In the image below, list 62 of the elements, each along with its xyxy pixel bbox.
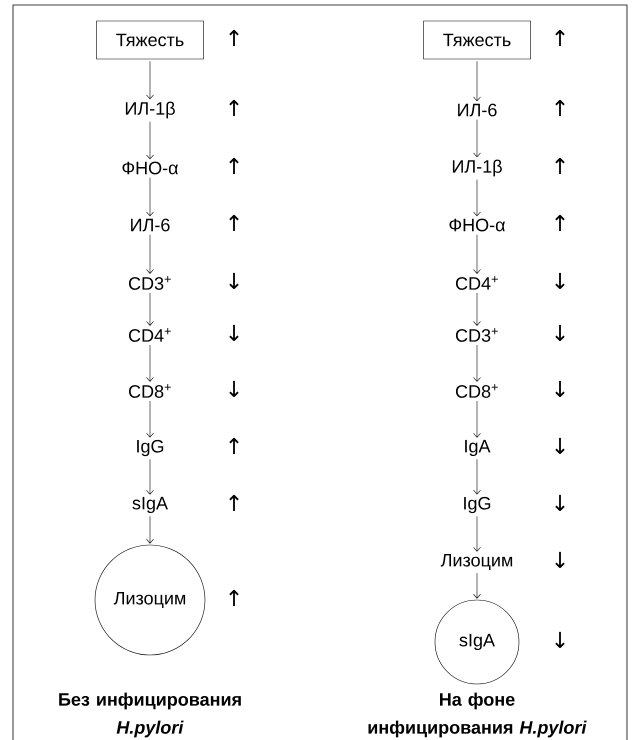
plain-text: CD8$^{+}$ — [128, 384, 171, 398]
arrow — [473, 179, 481, 216]
arrow — [473, 572, 481, 599]
plain-text: IgG — [137, 440, 164, 456]
arrow — [473, 400, 481, 438]
plain-text: Лизоцим — [440, 554, 512, 570]
trend-arrow: ↓ — [555, 272, 565, 290]
plain-text: CD4$^{+}$ — [456, 276, 498, 290]
plain-text: ФНО-α — [450, 218, 506, 232]
trend-arrow: ↑ — [555, 158, 565, 174]
arrow — [146, 121, 154, 160]
trend-arrow: ↑ — [229, 30, 239, 46]
trend-arrow: ↓ — [229, 380, 239, 398]
trend-arrow: ↑ — [555, 214, 565, 232]
arrow — [146, 292, 154, 326]
trend-arrow: ↑ — [229, 590, 239, 606]
arrow — [473, 234, 481, 274]
trend-arrow: ↓ — [555, 494, 565, 512]
trend-arrow: ↑ — [229, 494, 239, 512]
trend-arrow: ↑ — [229, 158, 239, 174]
trend-arrow: ↑ — [229, 438, 239, 454]
plain-text: ИЛ-6 — [131, 218, 170, 232]
arrow — [473, 344, 481, 382]
arrow — [473, 516, 481, 552]
process-box: Тяжесть — [96, 20, 204, 60]
plain-text: CD3$^{+}$ — [456, 328, 498, 342]
trend-arrow: ↓ — [555, 552, 565, 568]
plain-text: ФНО-α — [122, 162, 178, 174]
plain-text: ИЛ-1β — [126, 102, 175, 118]
trend-arrow: ↓ — [555, 438, 565, 454]
plain-text: ИЛ-1β — [452, 160, 502, 176]
arrow — [473, 61, 481, 102]
trend-arrow: ↑ — [555, 100, 565, 116]
arrow — [146, 234, 154, 274]
arrow — [146, 516, 154, 544]
plain-text: sIgA — [132, 496, 168, 514]
circle-node: sIgA — [434, 600, 520, 684]
trend-arrow: ↓ — [229, 272, 239, 290]
arrow — [146, 400, 154, 438]
process-box: Тяжесть — [423, 20, 531, 60]
caption: Без инфицирования H.pylori — [59, 692, 241, 738]
trend-arrow: ↓ — [555, 632, 565, 648]
plain-text: CD4$^{+}$ — [128, 328, 171, 342]
arrow — [146, 459, 154, 495]
plain-text: IgG — [464, 496, 490, 514]
arrow — [146, 61, 154, 100]
arrow — [473, 458, 481, 495]
trend-arrow: ↓ — [555, 324, 565, 342]
trend-arrow: ↑ — [229, 100, 239, 116]
plain-text: CD3$^{+}$ — [128, 276, 171, 290]
trend-arrow: ↑ — [555, 30, 565, 46]
arrow — [146, 344, 154, 382]
arrow — [473, 292, 481, 326]
arrow — [146, 177, 154, 216]
trend-arrow: ↑ — [229, 214, 239, 232]
plain-text: IgA — [465, 440, 490, 456]
plain-text: CD8$^{+}$ — [456, 384, 498, 398]
trend-arrow: ↓ — [555, 380, 565, 398]
arrow — [473, 119, 481, 158]
circle-node: Лизоцим — [94, 544, 206, 656]
plain-text: ИЛ-6 — [458, 104, 497, 116]
trend-arrow: ↓ — [229, 324, 239, 342]
